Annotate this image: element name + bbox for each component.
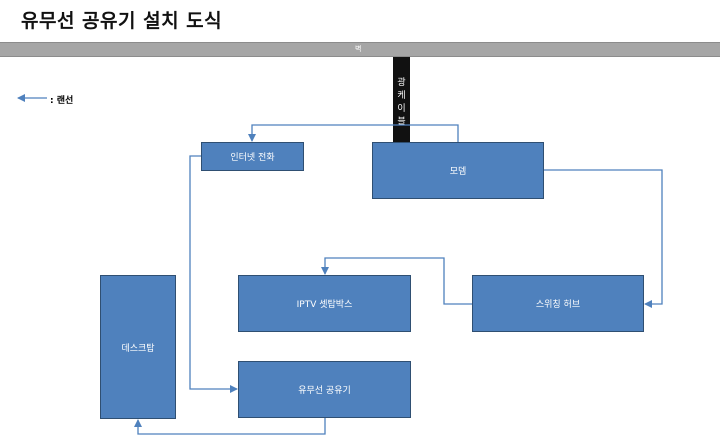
wire-switch-to-iptv (321, 257, 472, 305)
wire-phone-to-router (189, 155, 238, 393)
wall: 벽 (0, 42, 720, 57)
node-internet-phone: 인터넷 전화 (201, 142, 304, 171)
wire-modem-to-switch (544, 169, 663, 308)
node-modem: 모뎀 (372, 142, 544, 199)
node-switching-hub: 스위칭 허브 (472, 275, 644, 332)
node-desktop: 데스크탑 (100, 275, 176, 419)
node-router: 유무선 공유기 (238, 361, 411, 418)
diagram-title: 유무선 공유기 설치 도식 (21, 10, 223, 32)
node-iptv-settop-box: IPTV 셋탑박스 (238, 275, 411, 332)
wire-modem-to-phone (248, 124, 459, 142)
wall-label: 벽 (355, 45, 362, 53)
wire-router-to-desktop (134, 418, 326, 435)
legend-label: : 랜선 (50, 96, 74, 106)
